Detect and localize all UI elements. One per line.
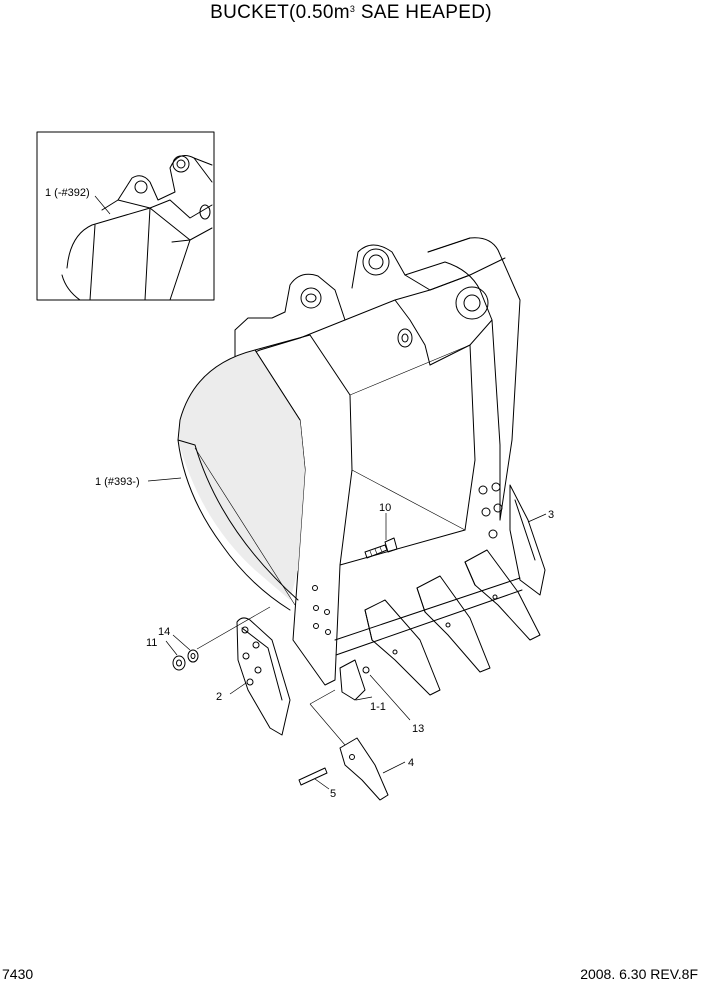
callout-2: 2 xyxy=(216,691,222,703)
bucket-teeth xyxy=(339,549,541,701)
callout-13: 13 xyxy=(412,723,424,735)
inset-detail xyxy=(36,131,215,301)
part-nut-washer xyxy=(172,649,199,671)
callout-10: 10 xyxy=(379,502,391,514)
revision-date: 2008. 6.30 REV.8F xyxy=(580,966,698,982)
callout-14: 14 xyxy=(158,626,170,638)
callout-main-part: 1 (#393-) xyxy=(95,476,140,488)
side-cutter xyxy=(509,484,546,596)
part-lock xyxy=(362,666,370,674)
leader-lines xyxy=(94,195,547,790)
title-superscript: 3 xyxy=(349,4,356,14)
part-pin xyxy=(298,767,328,786)
page-number: 7430 xyxy=(2,966,34,982)
callout-3: 3 xyxy=(548,509,554,521)
callout-inset-part: 1 (-#392) xyxy=(45,187,90,199)
diagram-title: BUCKET(0.50m3 SAE HEAPED) xyxy=(210,2,492,23)
callout-11: 11 xyxy=(146,637,157,649)
part-side-plate xyxy=(236,617,291,736)
part-bolt xyxy=(364,537,398,559)
callout-4: 4 xyxy=(408,757,414,769)
inset-frame xyxy=(36,131,215,301)
callout-5: 5 xyxy=(330,788,336,800)
callout-1-1: 1-1 xyxy=(370,701,386,713)
main-bucket xyxy=(177,237,546,701)
part-tooth xyxy=(339,737,389,801)
